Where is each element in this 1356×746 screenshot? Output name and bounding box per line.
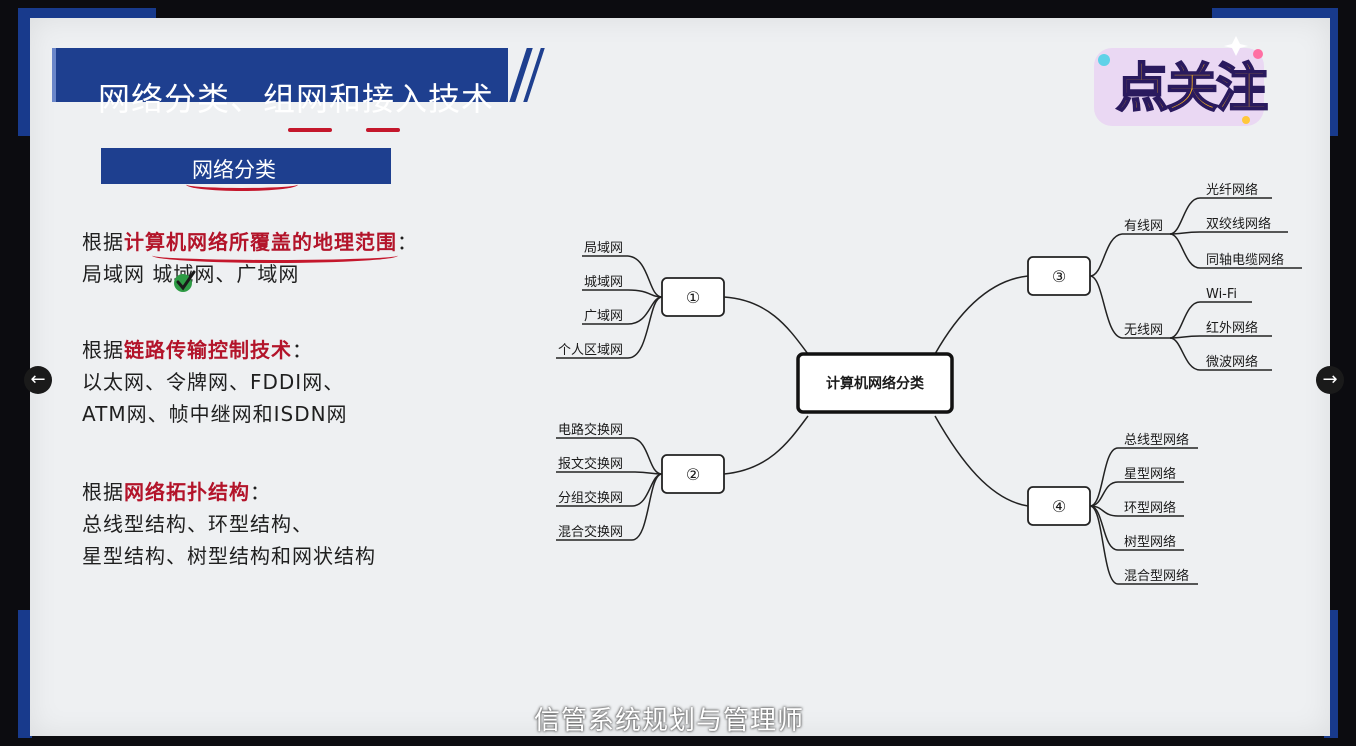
section-3-line-1: 总线型结构、环型结构、: [82, 512, 313, 536]
subtitle-red-underline: [186, 178, 298, 191]
section-3-line-2: 星型结构、树型结构和网状结构: [82, 544, 376, 568]
mind-leaf: 广域网: [584, 309, 623, 324]
follow-badge[interactable]: 点关注: [1115, 58, 1269, 120]
section-2: 根据链路传输控制技术： 以太网、令牌网、FDDI网、 ATM网、帧中继网和ISD…: [82, 334, 348, 430]
mind-leaf: Wi-Fi: [1206, 287, 1237, 302]
mind-leaf: 个人区域网: [558, 343, 623, 358]
mind-node-2-box: [661, 454, 725, 494]
mind-group-wireless: 无线网: [1124, 323, 1163, 338]
section-2-highlight: 链路传输控制技术: [124, 338, 292, 362]
frame-corner-tl-v: [18, 8, 32, 136]
mind-leaf: 局域网: [584, 241, 623, 256]
section-3-highlight: 网络拓扑结构: [124, 480, 250, 504]
mind-leaf: 微波网络: [1206, 354, 1258, 370]
mind-leaf: 双绞线网络: [1206, 216, 1271, 232]
mind-leaf: 总线型网络: [1124, 432, 1189, 448]
mind-node-3-label: ③: [1052, 267, 1066, 286]
section-3-heading: 根据网络拓扑结构：: [82, 480, 271, 504]
check-icon: [174, 270, 196, 292]
mind-leaf: 同轴电缆网络: [1206, 252, 1284, 268]
next-slide-button[interactable]: →: [1316, 366, 1344, 394]
mind-leaf: 树型网络: [1124, 534, 1176, 550]
video-caption: 信管系统规划与管理师: [534, 706, 805, 736]
section-2-heading: 根据链路传输控制技术：: [82, 338, 313, 362]
title-bar: [52, 48, 508, 102]
section-2-line-1: 以太网、令牌网、FDDI网、: [82, 370, 345, 394]
mind-node-2-label: ②: [686, 465, 700, 484]
page-title: 网络分类、组网和接入技术: [98, 80, 495, 118]
slide: [30, 18, 1330, 736]
mind-leaf: 星型网络: [1124, 466, 1176, 482]
mind-leaf: 红外网络: [1206, 320, 1258, 336]
section-3: 根据网络拓扑结构： 总线型结构、环型结构、 星型结构、树型结构和网状结构: [82, 476, 376, 572]
mind-node-4-label: ④: [1052, 497, 1066, 516]
mind-leaf: 环型网络: [1124, 500, 1176, 516]
mind-leaf: 混合交换网: [558, 524, 623, 540]
mind-center-box: [796, 352, 954, 414]
title-red-mark: [288, 128, 332, 132]
mind-leaf: 分组交换网: [558, 490, 623, 506]
mind-center-label: 计算机网络分类: [826, 375, 925, 392]
mind-leaf: 城域网: [584, 275, 623, 290]
mind-leaf: 电路交换网: [558, 422, 623, 438]
title-red-mark-2: [366, 128, 400, 132]
prev-slide-button[interactable]: ←: [24, 366, 52, 394]
mind-node-4-box: [1027, 486, 1091, 526]
follow-badge-art: [1094, 36, 1264, 126]
section-1-red-underline: [152, 248, 398, 263]
mind-group-wired: 有线网: [1124, 219, 1163, 234]
mind-leaf: 混合型网络: [1124, 568, 1189, 584]
mind-node-1-box: [661, 277, 725, 317]
section-2-line-2: ATM网、帧中继网和ISDN网: [82, 402, 348, 426]
mind-leaf: 光纤网络: [1206, 182, 1258, 198]
frame-corner-bl: [18, 610, 32, 738]
mind-node-3-box: [1027, 256, 1091, 296]
mind-leaf: 报文交换网: [558, 456, 623, 472]
mind-node-1-label: ①: [686, 288, 700, 307]
